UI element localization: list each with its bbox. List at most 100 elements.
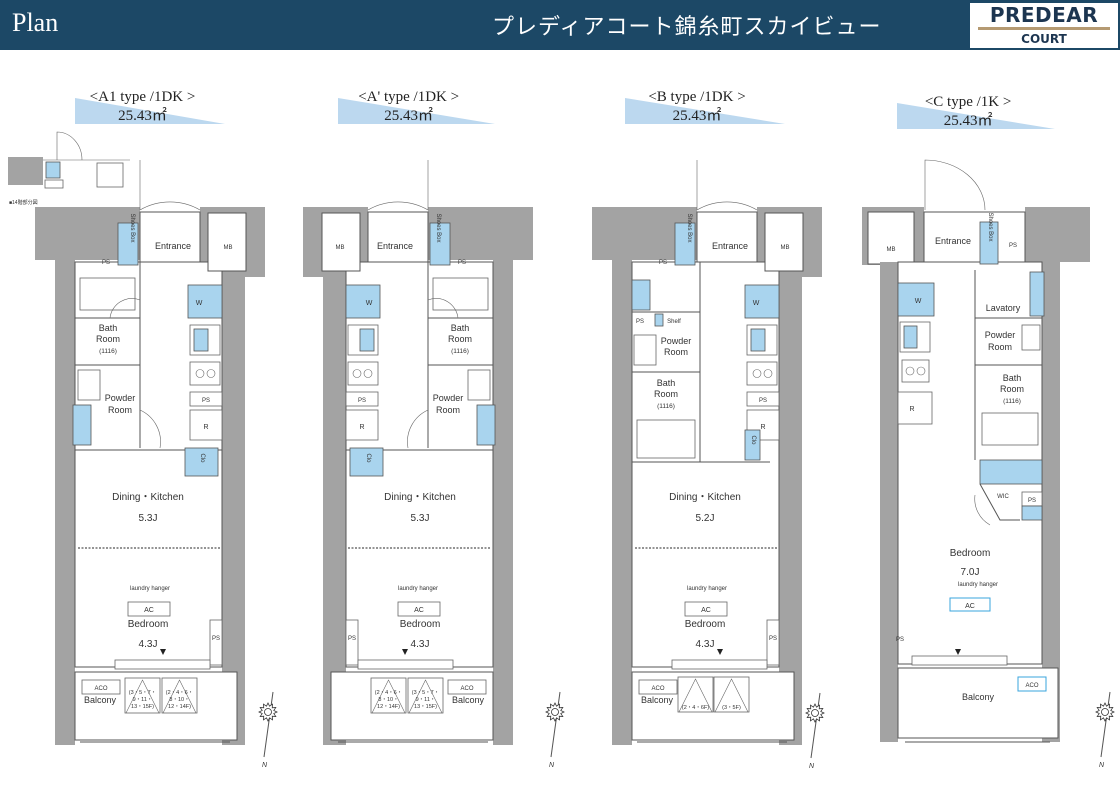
logo-text-top: PREDEAR — [989, 3, 1099, 27]
bathtub — [79, 277, 136, 311]
washer-space — [345, 284, 381, 319]
plan-area: 25.43㎡ — [118, 107, 167, 124]
closet-label: Clo — [365, 453, 371, 463]
hatch-floors-label: (3・5・7・ — [129, 690, 157, 696]
washer-space — [897, 282, 935, 317]
mb-label: MB — [887, 247, 896, 253]
stove — [746, 361, 778, 386]
area-triangle-decoration — [897, 103, 1055, 129]
washer-label: W — [915, 298, 922, 305]
plan-type-title: <A1 type /1DK > — [90, 89, 196, 105]
shoes-box-label: Shoes Box — [686, 213, 692, 242]
exterior-wall-right — [222, 270, 245, 745]
front-door-swing — [367, 201, 429, 211]
laundry-hanger-label: laundry hanger — [687, 586, 727, 592]
powder-door-swing — [407, 409, 429, 449]
closet-label: Clo — [199, 453, 205, 463]
floor-plan-a-prime: Shoes BoxPSEntranceMBWPSRDining・Kitchen5… — [303, 160, 533, 745]
wic-wall — [979, 483, 1020, 521]
north-label: N — [262, 762, 268, 769]
powder-room-label: Room — [988, 342, 1012, 352]
meter-box — [764, 212, 804, 272]
bathtub — [981, 412, 1039, 446]
hatch-floors-label: (2・4・6・ — [166, 690, 194, 696]
shelf-label: Shelf — [667, 319, 681, 325]
plan-type-title: <A' type /1DK > — [358, 89, 459, 105]
compass: N — [545, 691, 565, 769]
sink-basin — [193, 328, 209, 352]
bedroom-label: Bedroom — [950, 548, 991, 559]
walk-in-closet — [979, 459, 1043, 485]
area-triangle-decoration — [625, 98, 785, 124]
bath-size-label: (1116) — [99, 348, 117, 355]
powder-door-swing — [139, 409, 161, 449]
meter-box — [321, 212, 361, 272]
ps-label: PS — [458, 260, 466, 266]
stove — [189, 361, 221, 386]
washbasin — [467, 369, 491, 401]
shoes-box — [979, 221, 999, 265]
ac-label: AC — [965, 603, 975, 610]
toilet — [72, 404, 92, 446]
front-door-swing — [696, 201, 758, 211]
keyplan-inset: ■14階部分図 — [8, 131, 130, 206]
burner-icon — [352, 369, 362, 378]
pipe-space-bedroom — [345, 619, 359, 666]
refrigerator-label: R — [909, 406, 914, 413]
front-door-swing — [924, 159, 986, 211]
aco-box — [81, 679, 121, 695]
wic-label: WIC — [997, 494, 1009, 500]
hatch-floors-label: (3・5F) — [722, 705, 741, 711]
ps-kitchen-label: PS — [202, 398, 210, 404]
sink-basin — [750, 328, 766, 352]
bedroom-label: Bedroom — [400, 619, 441, 630]
entrance-area — [367, 211, 429, 263]
window — [911, 655, 1008, 666]
evacuation-hatch — [124, 677, 161, 714]
pipe-space — [189, 391, 223, 407]
plan-type-title: <C type /1K > — [925, 94, 1012, 110]
bedroom-size: 7.0J — [961, 567, 980, 578]
hatch-floors-label: 13・15F) — [414, 704, 437, 710]
plan-type-title: <B type /1DK > — [648, 89, 745, 105]
shoes-box-label: Shoes Box — [987, 212, 993, 241]
window — [114, 659, 211, 670]
meter-box — [867, 211, 915, 265]
window-marker-icon — [160, 649, 166, 655]
section-title: Plan — [12, 8, 59, 37]
plan-type-header: <C type /1K >25.43㎡ — [897, 94, 1055, 129]
powder-room-label: Room — [436, 405, 460, 415]
refrigerator-space — [345, 409, 379, 441]
dining-kitchen-label: Dining・Kitchen — [384, 492, 456, 503]
ac-label: AC — [144, 607, 154, 614]
powder-room-label: Room — [108, 405, 132, 415]
evacuation-hatch — [370, 677, 407, 714]
refrigerator-label: R — [760, 424, 765, 431]
logo-divider — [978, 27, 1110, 30]
front-door-swing — [139, 201, 201, 211]
ps-toilet-label: PS — [636, 319, 644, 325]
sink-basin — [359, 328, 375, 352]
compass: N — [805, 692, 825, 770]
bedroom-size: 4.3J — [696, 639, 715, 650]
bath-size-label: (1116) — [451, 348, 469, 355]
shoes-box — [674, 222, 696, 266]
ac-box — [127, 601, 171, 617]
compass-needle — [1100, 691, 1111, 758]
compass-center — [264, 708, 272, 716]
entrance-area — [139, 211, 201, 263]
exterior-wall-right — [1042, 262, 1060, 742]
ac-box — [684, 601, 728, 617]
hatch-floors-label: 13・15F) — [131, 704, 154, 710]
washer-label: W — [366, 300, 373, 307]
window-marker-icon — [402, 649, 408, 655]
plan-type-header: <B type /1DK >25.43㎡ — [625, 89, 785, 124]
laundry-hanger-label: laundry hanger — [130, 586, 170, 592]
toilet — [1029, 271, 1045, 317]
bath-room-label: Room — [654, 389, 678, 399]
burner-icon — [195, 369, 205, 378]
washer-space — [744, 284, 780, 319]
evacuation-hatch — [713, 676, 750, 713]
